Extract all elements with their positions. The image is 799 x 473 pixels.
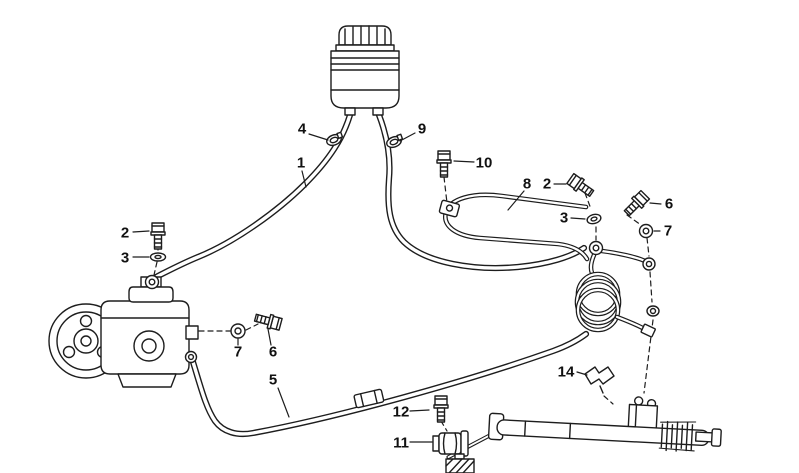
holder-11: [432, 430, 469, 457]
return-hose-1: [152, 111, 354, 281]
feed-hose: [375, 111, 597, 276]
callout-8: 8: [522, 175, 532, 193]
callout-2-right: 2: [542, 175, 552, 193]
leader-lines: [132, 132, 662, 443]
washer-3-left: [149, 252, 167, 262]
callout-9: 9: [417, 120, 427, 138]
callout-11: 11: [393, 434, 409, 452]
washer-7-right: [638, 223, 654, 239]
callout-1: 1: [296, 154, 306, 172]
callout-3-left: 3: [120, 249, 130, 267]
bolt-2-right: [565, 172, 597, 200]
bolt-2-left: [150, 222, 166, 250]
bolt-6-right: [621, 189, 651, 219]
callout-12: 12: [392, 403, 410, 421]
banjo-fittings: [588, 240, 660, 317]
sealing-ring-7-pump: [230, 323, 246, 339]
callout-2-left: 2: [120, 224, 130, 242]
power-steering-pump: [48, 274, 199, 388]
callout-7-pump: 7: [233, 343, 243, 361]
callout-5: 5: [268, 371, 278, 389]
hose-clamp-9: [386, 133, 404, 149]
hose-clamp-4: [326, 131, 344, 147]
expansion-coil: [574, 271, 656, 338]
cutoff-part: [445, 453, 475, 473]
fluid-reservoir: [330, 25, 400, 116]
washer-3-right: [586, 213, 602, 225]
clip-14: [584, 366, 615, 394]
bolt-10: [436, 150, 452, 178]
callout-10: 10: [475, 154, 493, 172]
pressure-hose-5: [189, 330, 590, 438]
assembly-dashed-lines: [153, 176, 654, 432]
callout-6-pump: 6: [268, 343, 278, 361]
screw-12: [433, 395, 449, 423]
callout-3-right: 3: [559, 209, 569, 227]
callout-7-right: 7: [663, 222, 673, 240]
callout-6-right: 6: [664, 195, 674, 213]
steering-rack: [446, 396, 722, 460]
callout-4: 4: [297, 120, 307, 138]
callout-14: 14: [557, 363, 575, 381]
plug-6-pump: [252, 310, 284, 332]
cooler-pipe-8: [438, 192, 590, 262]
